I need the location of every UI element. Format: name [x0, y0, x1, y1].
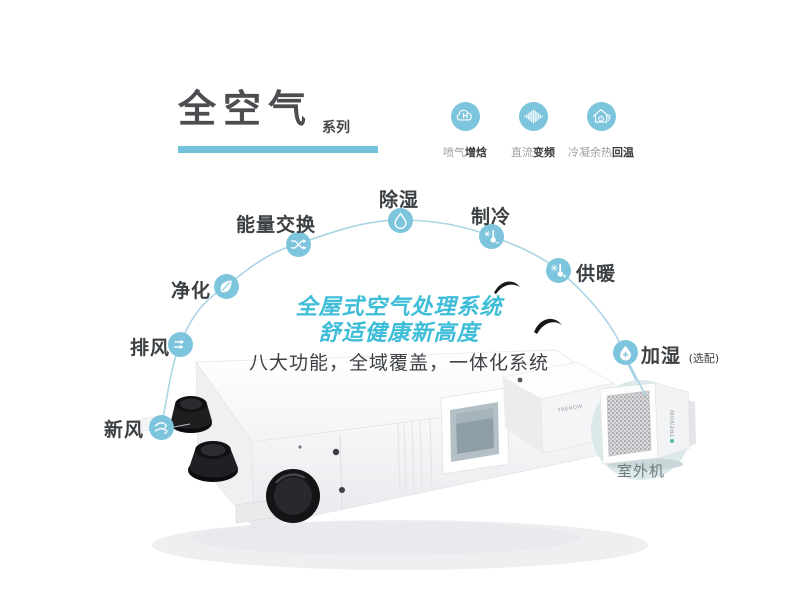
slogan-line2: 舒适健康新高度: [318, 321, 480, 346]
feature-label-energy-exchange: 能量交换: [236, 214, 317, 236]
slogan-line3: 八大功能，全域覆盖，一体化系统: [248, 352, 549, 374]
outdoor-unit-label: 室外机: [616, 462, 665, 480]
outdoor-unit-illustration: TRENOW: [591, 361, 696, 480]
page-title: 全空气: [178, 87, 314, 131]
fresh-air-icon: [149, 415, 174, 440]
badge-dc-inverter: 直流变频: [485, 102, 581, 160]
badge-evi: 喷气增焓: [417, 102, 513, 160]
feature-label-fresh-air: 新风: [104, 419, 145, 441]
duct-port-top-a: [170, 396, 212, 433]
cloud-h-icon: [450, 102, 480, 131]
brand-logo-text: TRENOW: [556, 404, 583, 414]
dehumidify-drop-icon: [388, 208, 413, 233]
feature-label-exhaust: 排风: [130, 337, 171, 359]
feature-label-cooling: 制冷: [471, 206, 512, 228]
duct-port-top-b: [188, 441, 238, 482]
heating-thermometer-icon: [546, 258, 571, 283]
soundwave-icon: [518, 102, 548, 131]
feature-label-optional: (选配): [688, 352, 720, 365]
house-recovery-icon: [586, 102, 616, 131]
slogan-line1: 全屋式空气处理系统: [295, 295, 503, 320]
duct-port-front: [266, 469, 320, 523]
exhaust-air-icon: [168, 332, 193, 357]
feature-label-heating: 供暖: [576, 263, 617, 285]
badge-label: 直流变频: [511, 146, 555, 159]
badge-label: 喷气增焓: [443, 146, 487, 159]
feature-label-dehumidify: 除湿: [379, 189, 420, 211]
humidify-drop-icon: [613, 340, 638, 365]
feature-label-humidify: 加湿 (选配): [641, 345, 720, 367]
purify-leaf-icon: [214, 274, 239, 299]
energy-exchange-icon: [286, 232, 311, 257]
feature-label-purify: 净化: [171, 280, 212, 302]
cooling-thermometer-icon: [479, 224, 504, 249]
brand-logo-text-vertical: TRENOW: [670, 409, 676, 438]
title-underline: [178, 146, 378, 153]
indoor-unit-illustration: TRENOW: [135, 281, 632, 529]
floor-shadow: [152, 520, 648, 570]
badge-heat-recovery: 冷凝余热回温: [553, 102, 649, 160]
inspection-window: [440, 387, 510, 475]
badge-label: 冷凝余热回温: [568, 146, 634, 159]
page-title-series: 系列: [322, 120, 350, 136]
